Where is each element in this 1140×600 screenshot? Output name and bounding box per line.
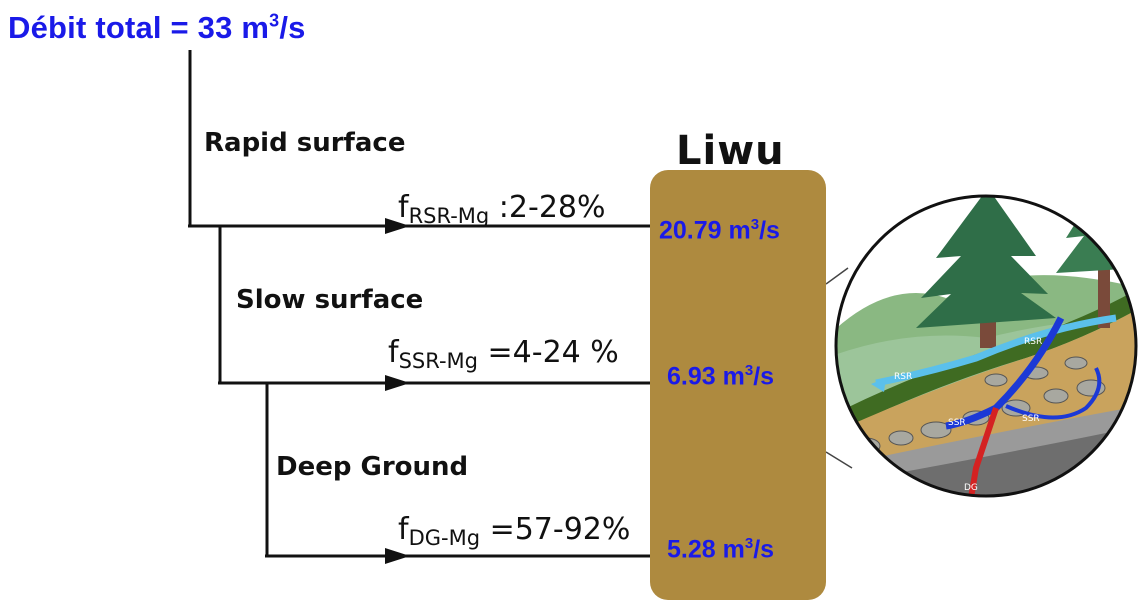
fraction-deep: fDG-Mg =57-92%	[398, 512, 631, 550]
flow-rapid: 20.79 m3/s	[659, 216, 780, 245]
tree-left-icon	[916, 196, 1056, 348]
fraction-slow: fSSR-Mg =4-24 %	[388, 335, 619, 373]
inset-connector-top	[826, 267, 849, 285]
slow-arrow-icon	[385, 375, 410, 391]
rapid-arrow-icon	[385, 218, 410, 234]
hillslope-inset: RSR RSR SSR SSR DG	[826, 194, 1138, 498]
total-discharge-title: Débit total = 33 m3/s	[8, 10, 306, 45]
inset-label-ssr-2: SSR	[1022, 414, 1040, 424]
branch-label-rapid: Rapid surface	[204, 128, 406, 158]
branch-label-slow: Slow surface	[236, 285, 424, 315]
inset-circle	[834, 194, 1138, 498]
inset-label-rsr-2: RSR	[894, 372, 912, 382]
fraction-rapid: fRSR-Mg :2-28%	[398, 190, 606, 228]
branch-label-deep: Deep Ground	[276, 452, 469, 482]
inset-connector-bottom	[826, 451, 853, 469]
ssr-flow-arrow-icon	[945, 316, 1065, 430]
inset-label-ssr-1: SSR	[948, 418, 966, 428]
flow-deep: 5.28 m3/s	[667, 535, 775, 564]
flow-slow: 6.93 m3/s	[667, 362, 775, 391]
rsr-flow-arrow-icon	[875, 314, 1117, 387]
inset-label-dg: DG	[964, 483, 978, 493]
river-name: Liwu	[676, 128, 785, 174]
inset-label-rsr-1: RSR	[1024, 337, 1042, 347]
river-column	[650, 170, 826, 600]
dg-flow-arrow-icon	[968, 407, 999, 496]
deep-arrow-icon	[385, 548, 410, 564]
